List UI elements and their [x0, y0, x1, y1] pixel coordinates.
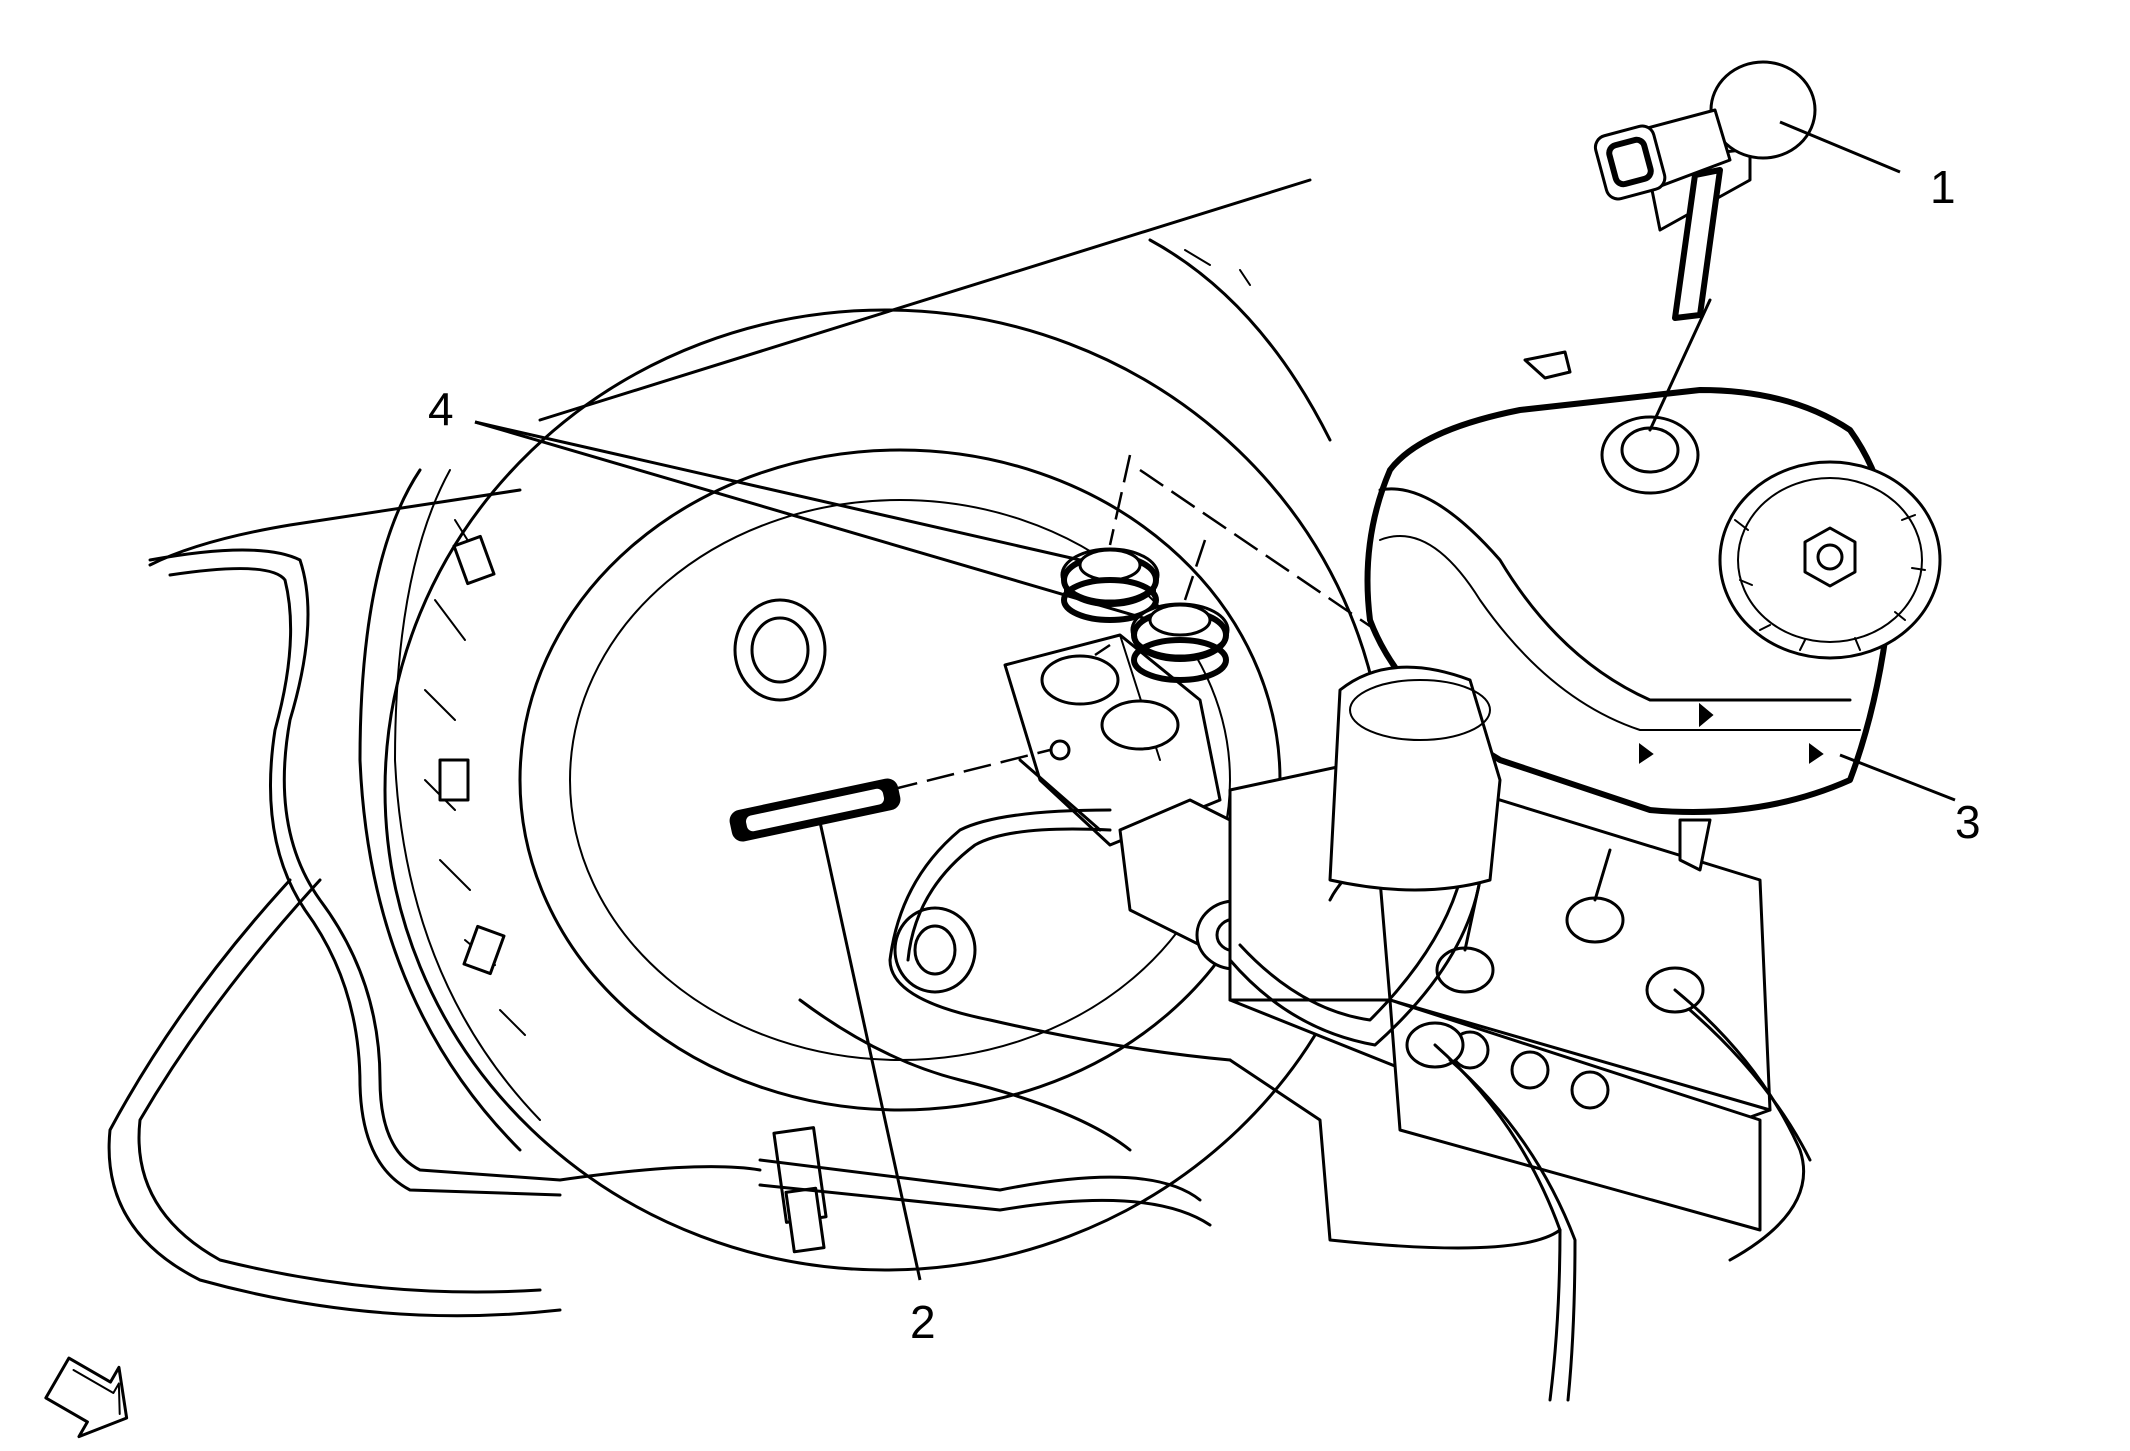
leader-4a [474, 420, 1081, 562]
callout-2: 2 [910, 1296, 936, 1348]
retaining-pin [729, 748, 1051, 842]
callout-4: 4 [428, 383, 454, 435]
leader-1 [1779, 120, 1901, 174]
seal-upper [1060, 547, 1160, 623]
fluid-level-sensor [1593, 60, 1817, 432]
reservoir-cap [1718, 460, 1942, 660]
callout-1: 1 [1930, 161, 1956, 213]
leader-lines [474, 120, 1956, 1281]
brake-lines-left [107, 548, 1212, 1318]
callout-3: 3 [1955, 796, 1981, 848]
leader-3 [1839, 753, 1956, 802]
leader-4b [474, 420, 1151, 622]
seal-lower [1130, 602, 1230, 683]
leader-2 [818, 821, 922, 1281]
booster-rim-segments [424, 519, 526, 1036]
brake-fluid-reservoir [1328, 350, 1942, 892]
arrow-icon [44, 1356, 129, 1439]
abs-modulator [1228, 758, 1812, 1402]
booster-stud [733, 598, 827, 702]
master-cylinder [893, 633, 1282, 994]
